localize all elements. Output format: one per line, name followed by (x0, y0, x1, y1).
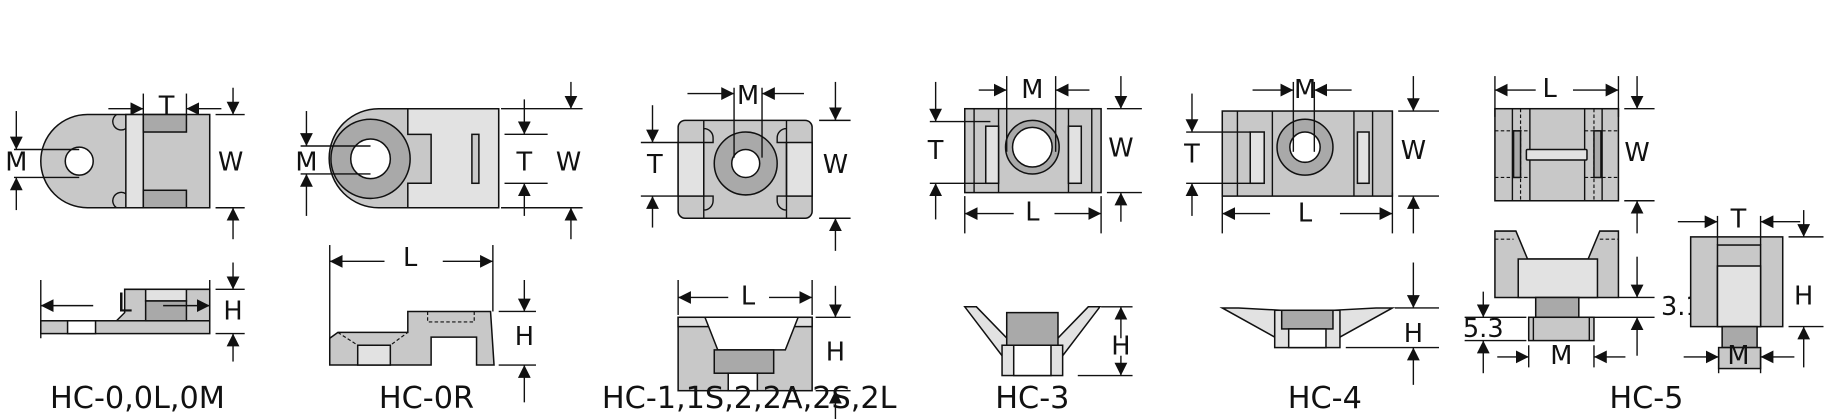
hc3-m-label: M (1021, 75, 1043, 105)
hc5-m-label: M (1550, 341, 1572, 371)
hc1-top-view: M T W (646, 81, 848, 219)
hc0-l-label: L (118, 288, 133, 318)
hc1-t-label: T (646, 150, 663, 180)
hc0r-t-label: T (516, 147, 533, 177)
hc0r-side-view: L H (328, 243, 534, 366)
hc4-side-view: H (1219, 307, 1423, 349)
hc3-l-label: L (1025, 198, 1040, 228)
dimension-lines (9, 76, 1824, 419)
hc0r-l-label: L (403, 243, 418, 273)
hc3-top-view: M T W L (927, 75, 1134, 227)
hc0r-w-label: W (556, 147, 581, 177)
hc3-side-view: H (963, 306, 1131, 377)
hc5-side-view: 3.1 5.3 M (1463, 230, 1702, 371)
hc5-l-label: L (1543, 74, 1558, 104)
hc0r-top-view: T W M (295, 107, 581, 209)
hc4-w-label: W (1401, 136, 1426, 166)
hc0r-m-label: M (295, 147, 317, 177)
hc0-t-label: T (158, 92, 175, 122)
hc4-t-label: T (1183, 139, 1200, 169)
hc1-l-label: L (741, 281, 756, 311)
hc0-side-view: L H (40, 288, 243, 335)
hc5-w-label: W (1624, 138, 1649, 168)
hc1-h-label: H (826, 337, 845, 367)
hc3-h-label: H (1111, 332, 1130, 362)
caption-hc0r: HC-0R (379, 381, 474, 416)
caption-hc3: HC-3 (995, 381, 1069, 416)
hc0-w-label: W (218, 147, 243, 177)
hc0-h-label: H (223, 297, 242, 327)
hc5-end-view: T H M (1689, 205, 1813, 371)
caption-hc4: HC-4 (1288, 381, 1362, 416)
hc5-end-m-label: M (1727, 341, 1749, 371)
hc0-m-label: M (5, 147, 27, 177)
hc4-h-label: H (1404, 319, 1423, 349)
hc4-m-label: M (1294, 75, 1316, 105)
hc5-h-label: H (1794, 281, 1813, 311)
hc5-dim-5-3: 5.3 (1463, 314, 1504, 344)
hc4-top-view: M T W L (1183, 75, 1426, 229)
hc5-t-label: T (1730, 205, 1747, 235)
hc3-t-label: T (927, 136, 944, 166)
caption-hc5: HC-5 (1609, 381, 1683, 416)
hc4-l-label: L (1298, 199, 1313, 229)
hc1-side-view: L H (677, 281, 845, 392)
hc1-m-label: M (737, 81, 759, 111)
hc0r-h-label: H (515, 322, 534, 352)
hc3-w-label: W (1108, 133, 1133, 163)
caption-hc1: HC-1,1S,2,2A,2S,2L (602, 381, 897, 416)
hc5-top-view: L W (1494, 74, 1650, 202)
caption-hc0: HC-0,0L,0M (50, 381, 225, 416)
hc1-w-label: W (823, 150, 848, 180)
